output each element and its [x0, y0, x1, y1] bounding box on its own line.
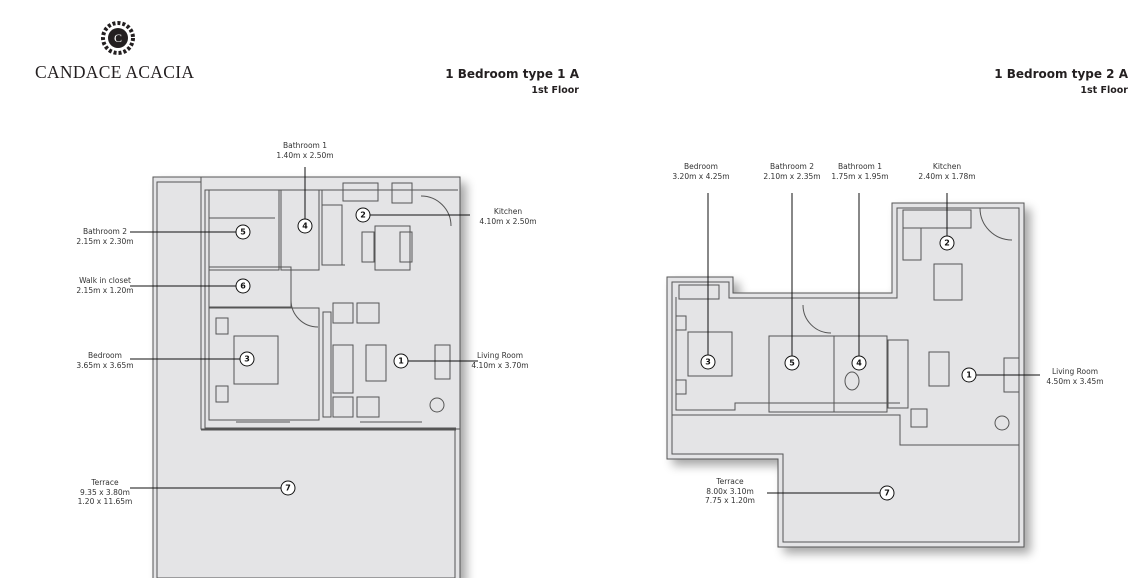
svg-text:7: 7	[884, 489, 890, 498]
bathroom1-walls	[833, 335, 888, 413]
bedroom-walls	[208, 307, 320, 421]
bathroom2-walls	[208, 189, 280, 271]
floorplan-type-2a	[666, 202, 1025, 548]
svg-text:4: 4	[856, 359, 862, 368]
plan1-marker-6: 6	[235, 278, 251, 294]
plan1-marker-1: 1	[393, 353, 409, 369]
brand-name: CANDACE ACACIA	[35, 62, 195, 82]
svg-text:3: 3	[705, 358, 711, 367]
svg-text:7: 7	[285, 484, 291, 493]
bathroom1-walls	[280, 189, 320, 271]
plan1-marker-4: 4	[297, 218, 313, 234]
brand-logo-icon: C	[101, 21, 135, 55]
svg-text:6: 6	[240, 282, 246, 291]
plan2-marker-4: 4	[851, 355, 867, 371]
plan1-title: 1 Bedroom type 1 A	[445, 67, 579, 81]
plan2-title: 1 Bedroom type 2 A	[994, 67, 1128, 81]
plan2-marker-3: 3	[700, 354, 716, 370]
svg-text:1: 1	[398, 357, 404, 366]
plan1-room-markers: 1 2 3 4 5 6 7	[235, 207, 409, 496]
svg-text:5: 5	[789, 359, 795, 368]
floorplan-type-1a	[152, 176, 461, 578]
plan2-floor: 1st Floor	[1080, 85, 1128, 96]
plan1-floor: 1st Floor	[531, 85, 579, 96]
svg-text:3: 3	[244, 355, 250, 364]
plan2-marker-2: 2	[939, 235, 955, 251]
plan2-outline	[666, 202, 1025, 548]
svg-text:2: 2	[360, 211, 366, 220]
svg-text:2: 2	[944, 239, 950, 248]
plan2-marker-7: 7	[879, 485, 895, 501]
plan1-marker-2: 2	[355, 207, 371, 223]
closet-walls	[208, 266, 292, 308]
svg-text:5: 5	[240, 228, 246, 237]
plan2-marker-1: 1	[961, 367, 977, 383]
svg-text:1: 1	[966, 371, 972, 380]
svg-text:C: C	[114, 31, 122, 45]
plan1-marker-3: 3	[239, 351, 255, 367]
plan1-marker-7: 7	[280, 480, 296, 496]
plan2-room-markers: 1 2 3 4 5 7	[700, 235, 977, 501]
plan1-marker-5: 5	[235, 224, 251, 240]
svg-text:4: 4	[302, 222, 308, 231]
plan2-marker-5: 5	[784, 355, 800, 371]
